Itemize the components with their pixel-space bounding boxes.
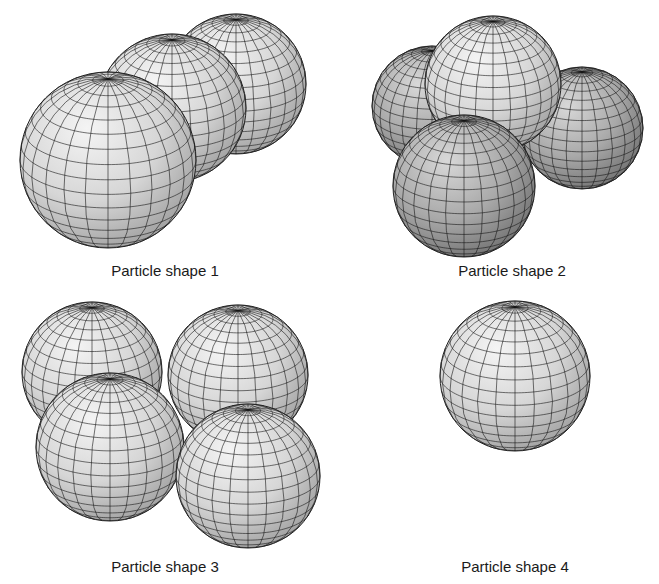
sphere-grid (176, 404, 320, 548)
sphere-grid (36, 373, 184, 521)
sphere-body (36, 373, 184, 521)
sphere-outline (393, 115, 535, 257)
sphere-grid (393, 115, 535, 257)
sphere-body (440, 301, 590, 451)
sphere-body (393, 115, 535, 257)
particle-cluster (20, 14, 306, 248)
sphere-body (176, 404, 320, 548)
sphere (176, 404, 320, 548)
sphere-body (20, 72, 196, 248)
shape-caption: Particle shape 4 (461, 558, 569, 576)
shape-caption: Particle shape 1 (111, 262, 219, 280)
sphere-outline (20, 72, 196, 248)
shape-caption: Particle shape 2 (458, 262, 566, 280)
particle-cluster (22, 302, 320, 548)
sphere (440, 301, 590, 451)
sphere-outline (440, 301, 590, 451)
particle-cluster (372, 16, 643, 257)
sphere (393, 115, 535, 257)
particle-cluster (440, 301, 590, 451)
shape-caption: Particle shape 3 (111, 558, 219, 576)
sphere (36, 373, 184, 521)
sphere-grid (20, 72, 196, 248)
sphere-outline (36, 373, 184, 521)
sphere (20, 72, 196, 248)
sphere-outline (176, 404, 320, 548)
sphere-grid (440, 301, 590, 451)
